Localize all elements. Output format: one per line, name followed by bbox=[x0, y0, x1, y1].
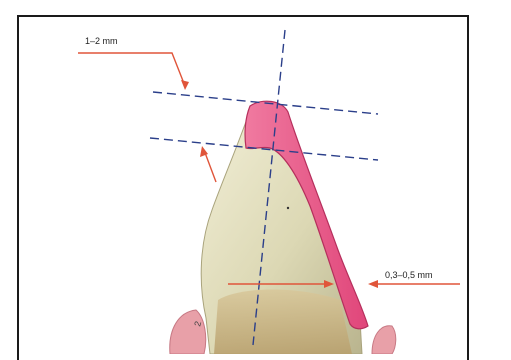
label-labial-reduction: 0,3–0,5 mm bbox=[385, 270, 433, 280]
tooth-root bbox=[214, 290, 352, 355]
leader-incisal bbox=[78, 53, 185, 86]
arrowhead-incisal-up bbox=[200, 146, 208, 157]
arrowhead-labial-right bbox=[368, 280, 378, 288]
gum-left bbox=[170, 310, 206, 354]
gum-right bbox=[372, 326, 396, 354]
label-incisal-reduction: 1–2 mm bbox=[85, 36, 118, 46]
reference-dot bbox=[287, 207, 289, 209]
arrowhead-incisal-down bbox=[181, 80, 189, 90]
